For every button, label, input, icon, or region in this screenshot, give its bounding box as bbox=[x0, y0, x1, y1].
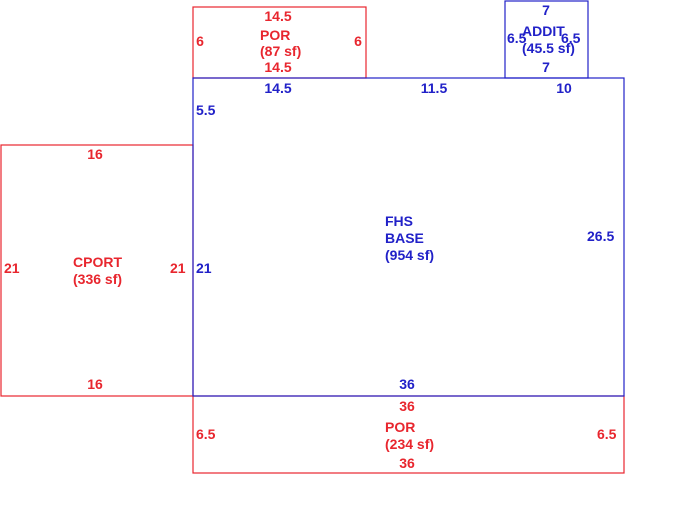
base-dim-top-a: 14.5 bbox=[264, 80, 291, 96]
base-name: FHS bbox=[385, 213, 413, 229]
por-top-dim-bottom: 14.5 bbox=[264, 59, 291, 75]
por-top-dim-left: 6 bbox=[196, 33, 204, 49]
base-outline bbox=[192, 77, 625, 397]
por-top-dim-right: 6 bbox=[354, 33, 362, 49]
por-bottom-dim-right: 6.5 bbox=[597, 426, 617, 442]
addit-area: (45.5 sf) bbox=[522, 40, 575, 56]
por-top-area: (87 sf) bbox=[260, 43, 301, 59]
cport-area: (336 sf) bbox=[73, 271, 122, 287]
cport-name: CPORT bbox=[73, 254, 122, 270]
cport-dim-top: 16 bbox=[87, 146, 103, 162]
base-dim-left: 21 bbox=[196, 260, 212, 276]
addit-name: ADDIT bbox=[522, 23, 565, 39]
por-top-name: POR bbox=[260, 27, 290, 43]
por-top-dim-top: 14.5 bbox=[264, 8, 291, 24]
base-area: (954 sf) bbox=[385, 247, 434, 263]
base-dim-left-top: 5.5 bbox=[196, 102, 216, 118]
por-bottom-name: POR bbox=[385, 419, 415, 435]
cport-dim-right: 21 bbox=[170, 260, 186, 276]
addit-dim-left: 6.5 bbox=[507, 30, 527, 46]
addit-dim-right: 6.5 bbox=[561, 30, 581, 46]
por-bottom-dim-left: 6.5 bbox=[196, 426, 216, 442]
por-bottom-area: (234 sf) bbox=[385, 436, 434, 452]
cport-dim-bottom: 16 bbox=[87, 376, 103, 392]
cport-dim-left: 21 bbox=[4, 260, 20, 276]
por-bottom-dim-top: 36 bbox=[399, 398, 415, 414]
addit-dim-top: 7 bbox=[542, 2, 550, 18]
base-dim-right: 26.5 bbox=[587, 228, 614, 244]
base-dim-top-b: 11.5 bbox=[421, 80, 448, 96]
addit-dim-bottom: 7 bbox=[542, 59, 550, 75]
base-dim-bottom: 36 bbox=[399, 376, 415, 392]
base-dim-top-c: 10 bbox=[556, 80, 572, 96]
base-name-2: BASE bbox=[385, 230, 424, 246]
por-bottom-dim-bottom: 36 bbox=[399, 455, 415, 471]
